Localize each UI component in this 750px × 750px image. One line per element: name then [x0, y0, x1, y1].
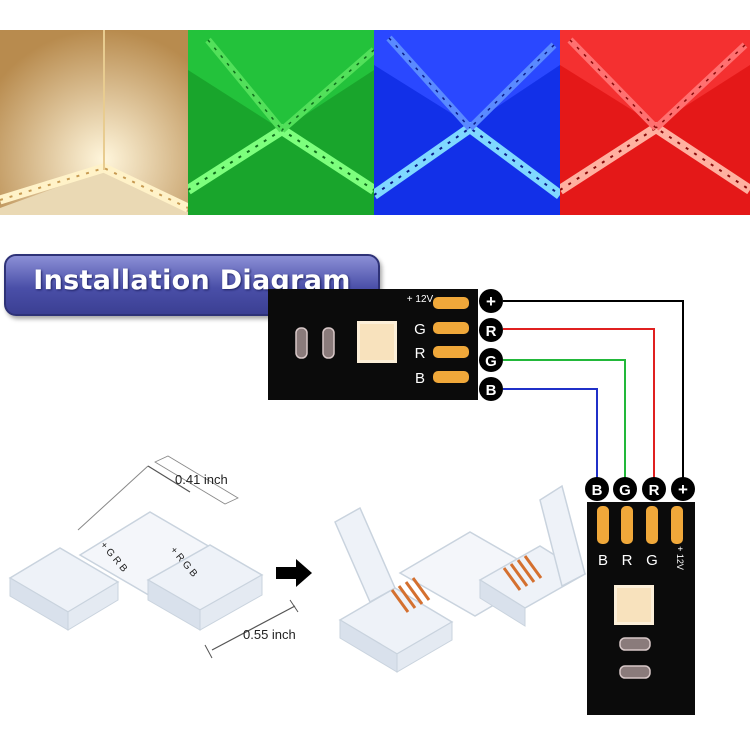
wire-label-r-top: R — [479, 318, 503, 342]
wire-label-plus-top: + — [479, 289, 503, 313]
connector-contacts-left — [390, 577, 431, 613]
svg-text:+: + — [678, 480, 688, 499]
bottom-pad-label-plus: + 12V — [675, 546, 685, 570]
wire-label-b-bottom: B — [585, 477, 609, 501]
width-dimension-label: 0.41 inch — [175, 472, 228, 487]
wire-blue — [503, 388, 598, 478]
top-pad-label-b: B — [415, 370, 425, 387]
top-led-strip: + 12V G R B — [268, 289, 478, 400]
wire-label-g-bottom: G — [613, 477, 637, 501]
arrow-icon — [276, 559, 312, 587]
green-led-photo — [188, 30, 374, 215]
connector-open — [334, 484, 587, 673]
wire-green — [503, 359, 626, 478]
svg-text:B: B — [486, 382, 497, 399]
top-pad-label-plus: + 12V — [407, 294, 434, 305]
wire-label-plus-bottom: + — [671, 477, 695, 501]
blue-led-photo — [374, 30, 560, 215]
wire-label-g-top: G — [479, 348, 503, 372]
svg-text:B: B — [592, 482, 603, 499]
wire-label-r-bottom: R — [642, 477, 666, 501]
connector-contacts-right — [502, 555, 543, 591]
connector-closed: + G R B + R G B — [8, 511, 264, 631]
svg-text:R: R — [486, 323, 497, 340]
svg-text:+: + — [486, 292, 496, 311]
bottom-pad-label-r: R — [622, 552, 633, 569]
bottom-pad-label-g: G — [646, 552, 658, 569]
length-dimension-label: 0.55 inch — [243, 627, 296, 642]
svg-text:G: G — [619, 482, 631, 499]
warm-white-led-photo — [0, 30, 188, 215]
top-pad-label-r: R — [415, 345, 426, 362]
red-led-photo — [560, 30, 750, 215]
connector-dimensions: 0.41 inch 0.55 inch — [77, 455, 299, 659]
top-pad-label-g: G — [414, 321, 426, 338]
wire-red — [503, 328, 655, 478]
wire-label-b-top: B — [479, 377, 503, 401]
bottom-pad-label-b: B — [598, 552, 608, 569]
wire-plus — [503, 300, 684, 478]
svg-text:G: G — [485, 353, 497, 370]
svg-text:R: R — [649, 482, 660, 499]
vertical-led-strip: B R G + 12V — [587, 502, 695, 715]
